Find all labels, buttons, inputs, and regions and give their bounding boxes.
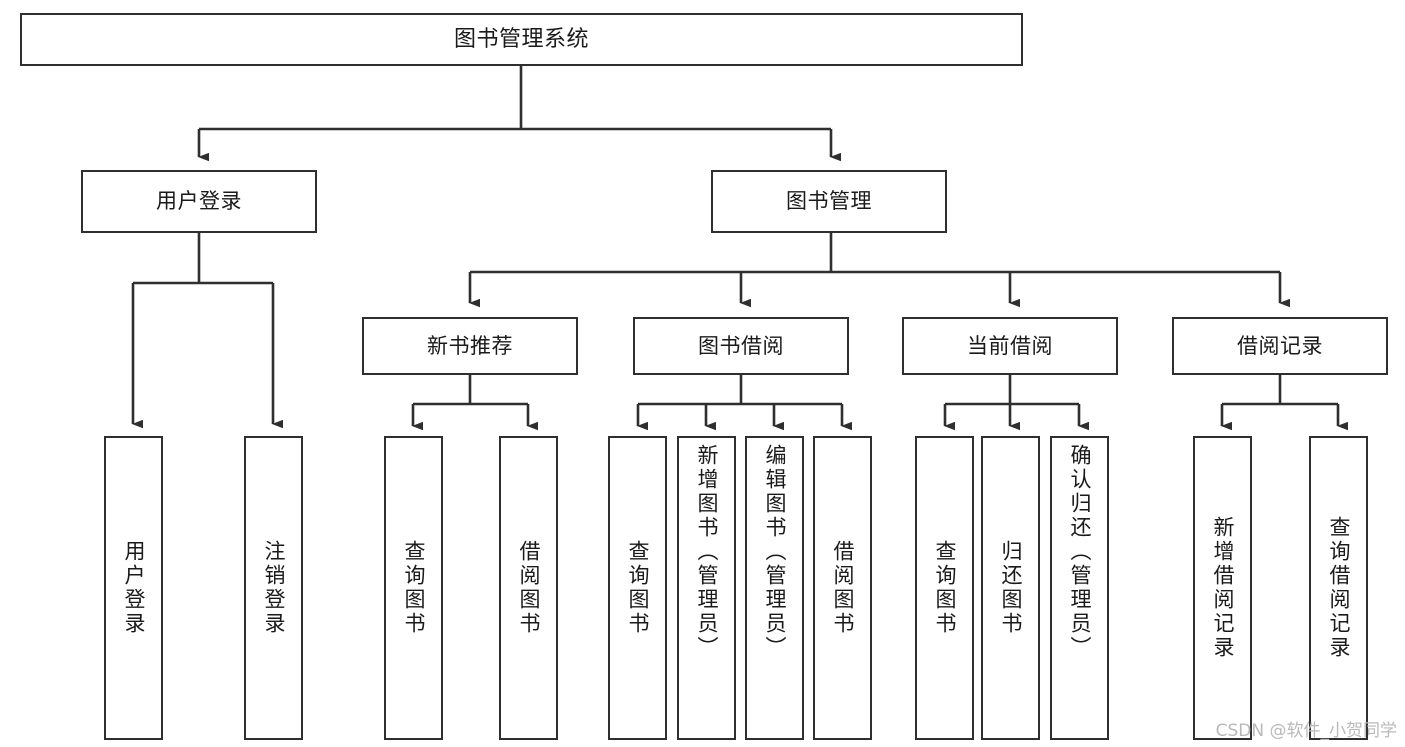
node-label: 借阅记录 [1237, 333, 1323, 358]
leaf-current-borrow-return-books[interactable]: 归还图书 [981, 436, 1040, 740]
leaf-borrow-record-query-record[interactable]: 查询借阅记录 [1309, 436, 1368, 740]
node-book-management[interactable]: 图书管理 [711, 170, 947, 233]
node-label: 确认归还（管理员） [1067, 444, 1092, 660]
node-label: 图书管理系统 [453, 26, 589, 52]
node-label: 新增借阅记录 [1210, 516, 1235, 660]
leaf-book-borrow-add-book-admin[interactable]: 新增图书（管理员） [677, 436, 736, 740]
node-root-book-management-system[interactable]: 图书管理系统 [20, 13, 1023, 66]
leaf-book-borrow-borrow-books[interactable]: 借阅图书 [813, 436, 872, 740]
node-book-borrowing[interactable]: 图书借阅 [633, 317, 849, 375]
node-label: 图书管理 [786, 189, 872, 214]
leaf-current-borrow-query-books[interactable]: 查询图书 [915, 436, 974, 740]
node-borrowing-record[interactable]: 借阅记录 [1172, 317, 1388, 375]
leaf-user-login-logout[interactable]: 注销登录 [244, 436, 303, 740]
node-user-login[interactable]: 用户登录 [81, 170, 317, 233]
node-label: 查询借阅记录 [1326, 516, 1351, 660]
node-label: 用户登录 [156, 189, 242, 214]
node-label: 归还图书 [998, 540, 1023, 636]
node-current-borrowing[interactable]: 当前借阅 [902, 317, 1118, 375]
node-label: 当前借阅 [967, 333, 1053, 358]
node-label: 新增图书（管理员） [694, 444, 719, 660]
node-label: 注销登录 [261, 540, 286, 636]
leaf-new-book-borrow-books[interactable]: 借阅图书 [499, 436, 558, 740]
leaf-current-borrow-confirm-return-admin[interactable]: 确认归还（管理员） [1050, 436, 1109, 740]
leaf-borrow-record-add-record[interactable]: 新增借阅记录 [1193, 436, 1252, 740]
node-label: 借阅图书 [830, 540, 855, 636]
node-label: 用户登录 [121, 540, 146, 636]
node-new-book-recommendation[interactable]: 新书推荐 [362, 317, 578, 375]
leaf-user-login-login[interactable]: 用户登录 [104, 436, 163, 740]
node-label: 查询图书 [932, 540, 957, 636]
leaf-new-book-query-books[interactable]: 查询图书 [384, 436, 443, 740]
node-label: 借阅图书 [516, 540, 541, 636]
node-label: 查询图书 [401, 540, 426, 636]
node-label: 查询图书 [625, 540, 650, 636]
watermark-text: CSDN @软件_小贺同学 [1215, 721, 1397, 741]
leaf-book-borrow-query-books[interactable]: 查询图书 [608, 436, 667, 740]
node-label: 编辑图书（管理员） [762, 444, 787, 660]
node-label: 新书推荐 [427, 333, 513, 358]
node-label: 图书借阅 [698, 333, 784, 358]
leaf-book-borrow-edit-book-admin[interactable]: 编辑图书（管理员） [745, 436, 804, 740]
